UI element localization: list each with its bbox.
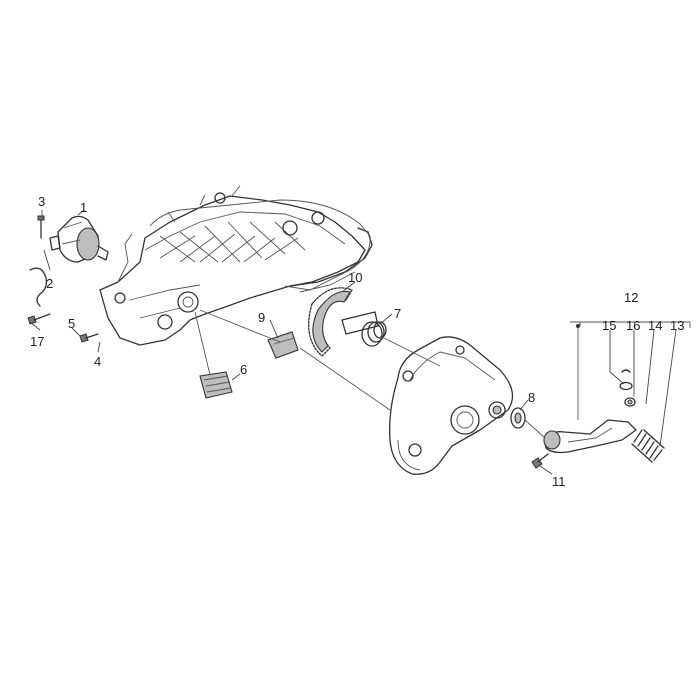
engine-crankcase	[99, 185, 373, 346]
starter-motor	[49, 215, 109, 263]
bolt-4-5	[79, 333, 99, 343]
callout-14: 14	[648, 318, 662, 333]
assembly-lines	[194, 309, 691, 439]
callout-11: 11	[552, 474, 566, 489]
oil-seal-8	[510, 407, 526, 429]
callout-6: 6	[240, 362, 247, 377]
kickstart-sector-gear	[308, 287, 379, 357]
callout-8: 8	[528, 390, 535, 405]
callout-1: 1	[80, 200, 87, 215]
callout-17: 17	[30, 334, 44, 349]
callout-4: 4	[94, 354, 101, 369]
callout-15: 15	[602, 318, 616, 333]
callout-10: 10	[348, 270, 362, 285]
spindle-gear-9	[267, 331, 299, 359]
callout-labels: 1 2 3 4 5 6 7 8 9 10 11 12 13 14 15 16 1…	[30, 194, 684, 489]
transmission-cover	[389, 336, 514, 475]
callout-12: 12	[624, 290, 638, 305]
kickstart-spring-7	[361, 321, 387, 347]
starter-screw-top	[37, 215, 45, 239]
cover-gasket	[149, 199, 371, 291]
callout-3: 3	[38, 194, 45, 209]
return-spring-13	[631, 429, 665, 463]
starter-wire-clip	[29, 267, 48, 307]
callout-13: 13	[670, 318, 684, 333]
callout-5: 5	[68, 316, 75, 331]
callout-7: 7	[394, 306, 401, 321]
callout-2: 2	[46, 276, 53, 291]
lever-bolt-11	[531, 453, 549, 469]
callout-16: 16	[626, 318, 640, 333]
callout-9: 9	[258, 310, 265, 325]
pivot-parts	[619, 369, 636, 407]
starter-gear-6	[199, 371, 233, 399]
kickstart-lever	[543, 419, 637, 454]
leader-lines	[29, 209, 677, 475]
